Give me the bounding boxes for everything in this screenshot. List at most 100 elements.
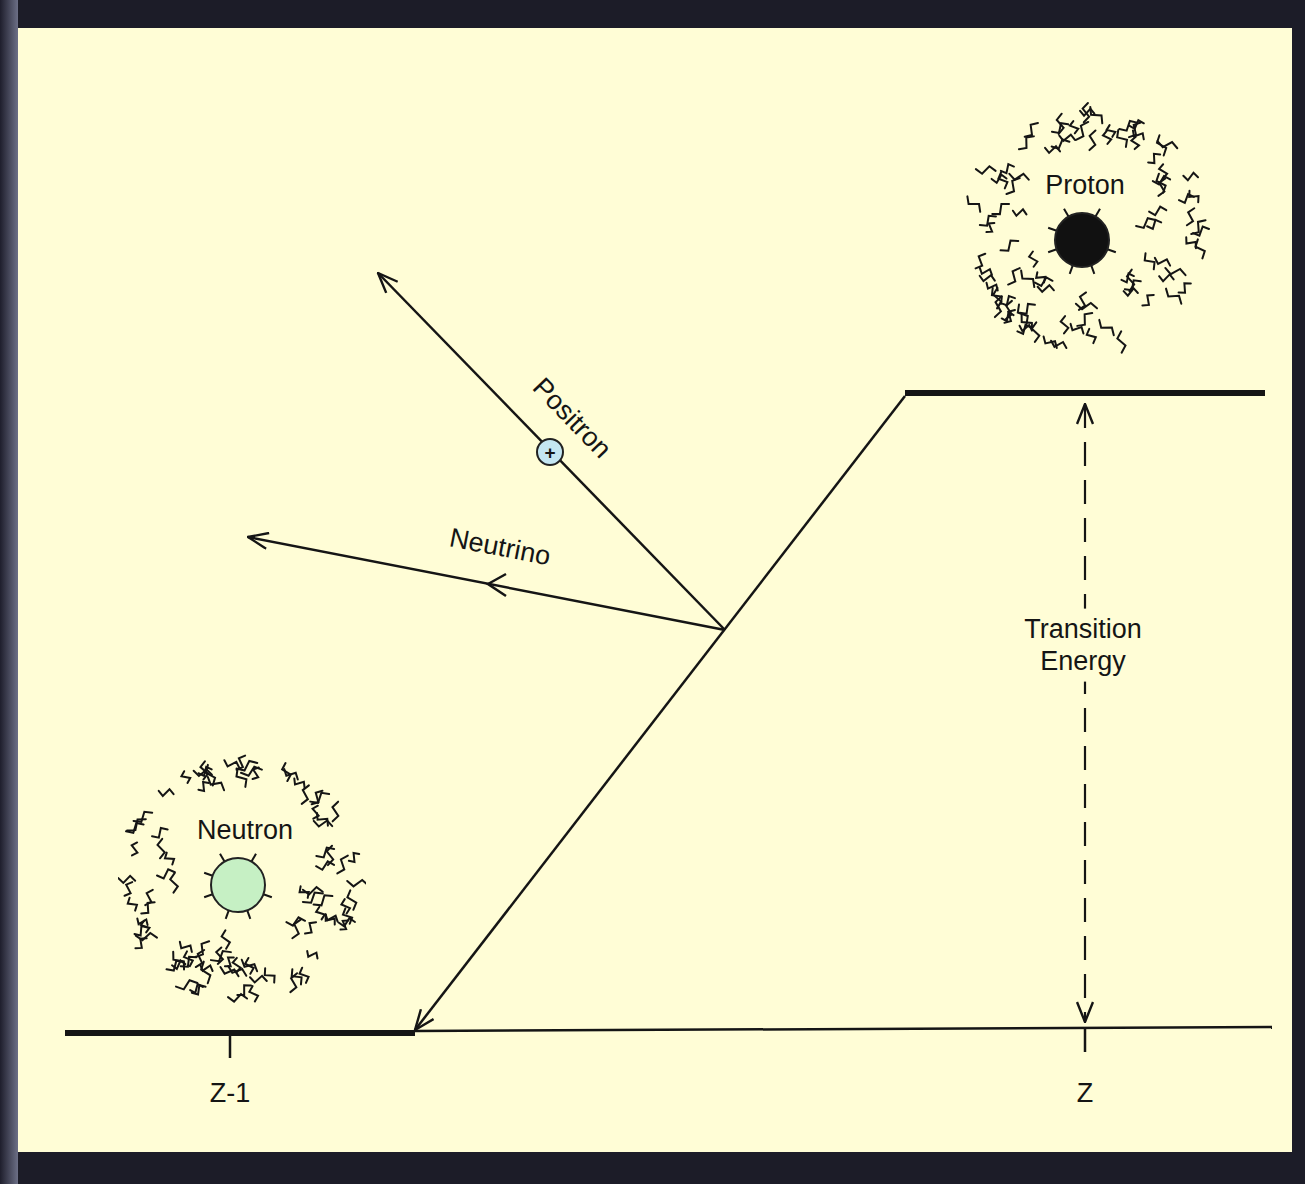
cloud-squiggle [228,994,247,1002]
cloud-squiggle [1076,122,1088,140]
cloud-squiggle [341,899,350,913]
cloud-outline [962,82,1210,382]
transition-energy-dimension [1084,404,1086,1022]
cloud-squiggle [1158,141,1178,148]
cloud-squiggle [134,812,153,822]
cloud-squiggle [343,908,352,923]
cloud-squiggle [1070,121,1078,133]
cloud-squiggle [165,853,174,865]
cloud-squiggle [1077,313,1092,326]
cloud-squiggle [1148,154,1160,163]
nucleon-spike [204,894,212,897]
cloud-squiggle [305,922,316,933]
upper-energy-level [905,390,1265,396]
neutrino-chevron [488,574,506,596]
cloud-squiggle [1044,337,1057,348]
cloud-squiggle [316,907,325,919]
cloud-squiggle [995,296,1002,317]
cloud-squiggle [157,869,175,878]
cloud-squiggle [316,861,334,869]
cloud-squiggle [220,967,238,976]
cloud-squiggle [201,962,210,984]
cloud-squiggle [1117,130,1127,147]
cloud-squiggle [1124,288,1138,295]
cloud-squiggle [1107,125,1116,137]
cloud-squiggle [265,968,275,982]
cloud-squiggle [992,175,1007,183]
cloud-squiggle [1099,320,1114,335]
cloud-squiggle [1017,325,1031,334]
cloud-squiggle [339,918,355,926]
cloud-squiggle [236,769,246,787]
cloud-squiggle [1153,176,1170,185]
nucleon-spike [252,854,257,862]
cloud-squiggle [1179,194,1194,203]
cloud-squiggle [286,917,305,925]
cloud-squiggle [1008,268,1020,284]
cloud-squiggle [195,941,209,957]
cloud-squiggle [245,958,254,974]
cloud-squiggle [1076,303,1097,309]
cloud-squiggle [173,952,184,970]
cloud-squiggle [222,930,230,948]
cloud-squiggle [1019,136,1034,149]
cloud-squiggle [1187,208,1194,225]
baseline [415,1027,1272,1031]
cloud-squiggle [237,756,245,770]
cloud-outline [118,738,366,1028]
cloud-squiggle [332,802,338,822]
cloud-squiggle [135,926,148,935]
nucleon-spike [1091,265,1094,273]
cloud-squiggle [314,821,333,827]
cloud-squiggle [128,898,137,911]
cloud-squiggle [125,882,133,896]
cloud-squiggle [1020,325,1032,331]
cloud-squiggle [317,813,328,826]
cloud-squiggle [1155,258,1170,266]
axis-tick [1084,1029,1087,1052]
charge-symbol: + [544,443,555,462]
cloud-squiggle [326,914,338,921]
nucleon-spike [204,873,212,876]
cloud-squiggle [303,893,323,903]
cloud-squiggle [1103,131,1111,144]
nucleon-spike [247,910,250,918]
cloud-squiggle [1189,191,1198,203]
cloud-squiggle [1089,130,1095,150]
cloud-squiggle [1052,123,1068,133]
cloud-squiggle [1061,316,1069,333]
cloud-squiggle [1145,253,1155,269]
cloud-squiggle [303,887,323,894]
cloud-squiggle [347,890,356,909]
particle-name: Proton [1045,169,1125,201]
cloud-squiggle [300,968,309,983]
cloud-squiggle [224,760,239,768]
cloud-squiggle [180,942,192,952]
cloud-squiggle [198,782,208,791]
panel-background [18,28,1292,1152]
nucleon-spike [226,910,229,918]
cloud-squiggle [141,902,154,913]
cloud-squiggle [980,275,995,281]
cloud-squiggle [127,819,146,830]
cloud-squiggle [253,768,259,780]
cloud-squiggle [1025,123,1038,137]
cloud-squiggle [249,986,258,1001]
cloud-squiggle [349,853,359,862]
cloud-squiggle [347,880,366,886]
cloud-squiggle [152,828,168,838]
cloud-squiggle [290,973,297,992]
cloud-squiggle [1165,268,1185,275]
cloud-squiggle [1001,241,1019,251]
cloud-squiggle [314,895,333,905]
cloud-squiggle [1013,209,1026,215]
cloud-squiggle [1159,274,1174,281]
cloud-squiggle [1193,226,1209,235]
nucleon-sphere [1055,213,1109,267]
cloud-squiggle [980,216,996,226]
nucleon-spike [1048,249,1056,252]
cloud-squiggle [986,223,994,232]
cloud-squiggle [136,933,157,940]
cloud-squiggle [1149,207,1166,215]
cloud-squiggle [307,951,317,958]
